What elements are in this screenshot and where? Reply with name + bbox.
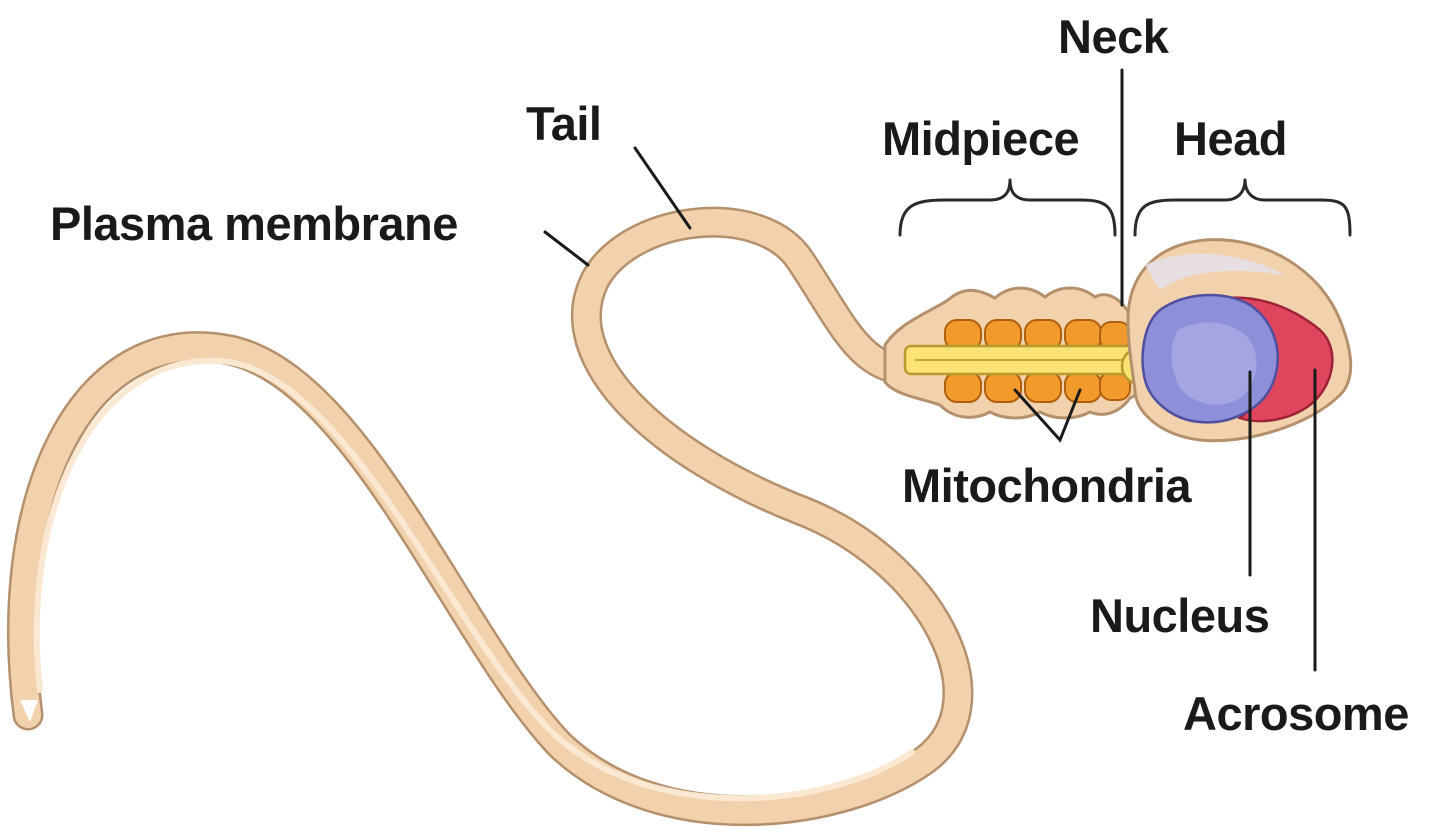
plasma-membrane-leader (545, 232, 588, 265)
tail-label: Tail (526, 97, 601, 150)
head-label: Head (1174, 112, 1287, 165)
tail-highlight (37, 361, 912, 798)
head (1128, 240, 1351, 441)
acrosome-label: Acrosome (1183, 687, 1409, 740)
neck-label: Neck (1058, 10, 1170, 63)
head-brace (1135, 180, 1350, 235)
mitochondria-label: Mitochondria (902, 459, 1192, 512)
plasma-membrane-label: Plasma membrane (50, 197, 458, 250)
midpiece-label: Midpiece (882, 112, 1079, 165)
midpiece-brace (900, 180, 1115, 235)
tail (20, 222, 958, 810)
tail-fill (22, 222, 957, 810)
nucleus-label: Nucleus (1090, 589, 1269, 642)
nucleus-highlight (1172, 322, 1257, 404)
